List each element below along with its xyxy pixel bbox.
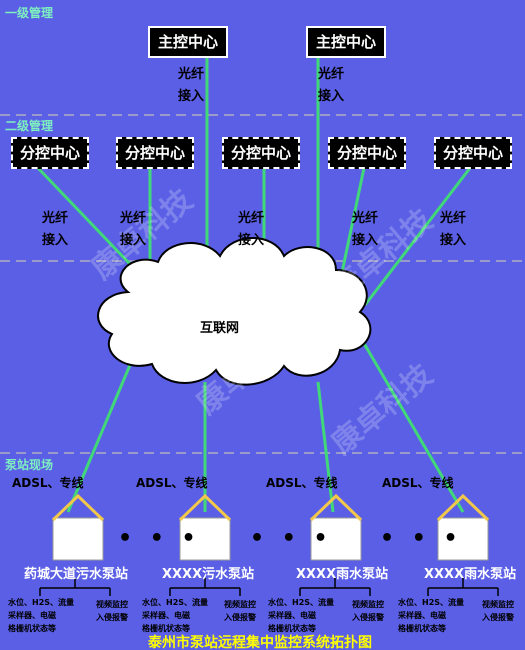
station-sensor-note: 水位、H2S、流量采样器、电磁格栅机状态等 bbox=[8, 598, 75, 633]
ellipsis-dots: • • • bbox=[380, 526, 463, 551]
station-name: XXXX污水泵站 bbox=[162, 567, 255, 582]
station-name: XXXX雨水泵站 bbox=[296, 567, 389, 582]
main-control-center: 主控中心 bbox=[306, 26, 386, 58]
ellipsis-dots: • • • bbox=[250, 526, 333, 551]
sub-control-center: 分控中心 bbox=[328, 137, 406, 169]
station-name: 药城大道污水泵站 bbox=[24, 567, 129, 582]
tier-label-level1: 一级管理 bbox=[5, 6, 54, 20]
internet-cloud bbox=[97, 237, 372, 386]
link-line bbox=[360, 339, 465, 513]
station-sensor-note: 水位、H2S、流量采样器、电磁格栅机状态等 bbox=[398, 598, 465, 633]
ellipsis-dots: • • • bbox=[118, 526, 201, 551]
station-house-icon bbox=[51, 493, 105, 561]
station-name: XXXX雨水泵站 bbox=[424, 567, 517, 582]
link-line bbox=[66, 364, 132, 513]
sub-control-center: 分控中心 bbox=[222, 137, 300, 169]
adsl-label: ADSL、专线 bbox=[12, 476, 84, 490]
diagram-caption: 泰州市泵站远程集中监控系统拓扑图 bbox=[148, 635, 372, 650]
fiber-label: 光纤接入 bbox=[238, 211, 265, 248]
fiber-label: 光纤接入 bbox=[440, 211, 467, 248]
link-line bbox=[338, 167, 366, 283]
station-sensor-note: 水位、H2S、流量采样器、电磁格栅机状态等 bbox=[268, 598, 335, 633]
station-house-icon bbox=[436, 493, 490, 561]
station-security-note: 视频监控入侵报警 bbox=[96, 600, 128, 622]
fiber-label: 光纤接入 bbox=[178, 67, 205, 104]
tier-label-field: 泵站现场 bbox=[5, 458, 54, 472]
station-house-icon bbox=[309, 493, 363, 561]
adsl-label: ADSL、专线 bbox=[136, 476, 208, 490]
station-house-icon bbox=[178, 493, 232, 561]
fiber-label: 光纤接入 bbox=[42, 211, 69, 248]
fiber-label: 光纤接入 bbox=[352, 211, 379, 248]
fiber-label: 光纤接入 bbox=[318, 67, 345, 104]
tier-label-level2: 二级管理 bbox=[5, 119, 54, 133]
link-line bbox=[316, 381, 335, 513]
station-branches bbox=[39, 578, 499, 596]
link-line bbox=[363, 167, 472, 306]
adsl-label: ADSL、专线 bbox=[266, 476, 338, 490]
main-control-center: 主控中心 bbox=[148, 26, 228, 58]
adsl-label: ADSL、专线 bbox=[382, 476, 454, 490]
sub-control-center: 分控中心 bbox=[11, 137, 89, 169]
sub-control-center: 分控中心 bbox=[116, 137, 194, 169]
fiber-label: 光纤接入 bbox=[120, 211, 147, 248]
station-security-note: 视频监控入侵报警 bbox=[224, 600, 256, 622]
sub-control-center: 分控中心 bbox=[434, 137, 512, 169]
station-sensor-note: 水位、H2S、流量采样器、电磁格栅机状态等 bbox=[142, 598, 209, 633]
station-security-note: 视频监控入侵报警 bbox=[352, 600, 384, 622]
station-security-note: 视频监控入侵报警 bbox=[482, 600, 514, 622]
internet-label: 互联网 bbox=[200, 321, 240, 336]
